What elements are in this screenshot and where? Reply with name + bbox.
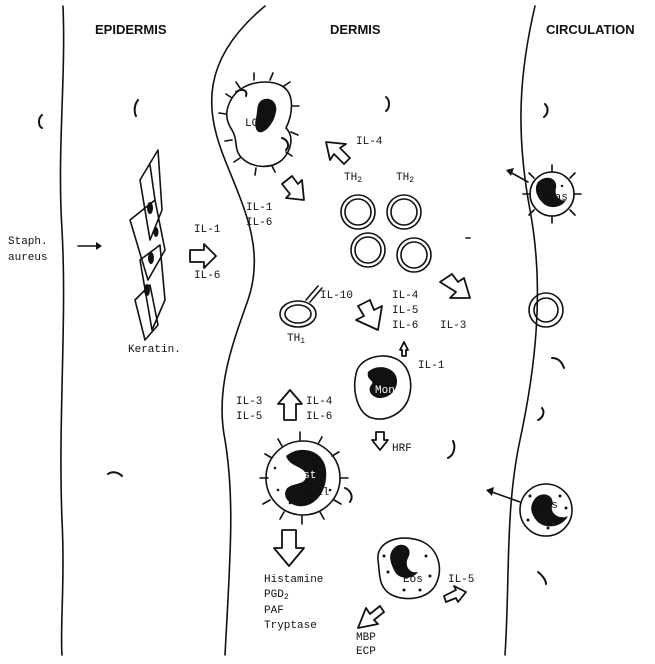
lc-il1: IL-1 xyxy=(246,202,272,215)
epidermis-left-boundary xyxy=(60,6,63,655)
th-cytokines-arrow xyxy=(356,300,382,330)
mediator-histamine: Histamine xyxy=(264,574,323,587)
th1-label: TH1 xyxy=(287,333,305,348)
eos-dermis-cell xyxy=(378,538,440,599)
mast-right-il4: IL-4 xyxy=(306,396,332,409)
epidermis-dermis-boundary xyxy=(212,6,265,655)
th-il5: IL-5 xyxy=(392,305,418,318)
circulating-lymphocyte xyxy=(529,293,563,327)
lc-cytokine-arrow xyxy=(282,176,304,200)
th1-cell xyxy=(280,286,322,327)
staph-arrow xyxy=(78,242,102,250)
keratinocyte-cluster xyxy=(130,150,165,340)
mediator-pgd2: PGD2 xyxy=(264,589,289,604)
mast-up-arrow xyxy=(278,390,302,420)
keratin-cytokine-arrow xyxy=(190,244,216,268)
eos-dermis-il5: IL-5 xyxy=(448,574,474,587)
th2-il3-arrow xyxy=(440,274,470,298)
bas-label: Bas xyxy=(548,192,568,204)
header-dermis: DERMIS xyxy=(330,22,381,37)
th1-il10: IL-10 xyxy=(320,290,353,303)
mast-left-il5: IL-5 xyxy=(236,411,262,424)
mono-il1: IL-1 xyxy=(418,360,444,373)
mono-label: Mono xyxy=(375,385,401,397)
staph-label-line2: aureus xyxy=(8,252,48,265)
bacterium-circ-1 xyxy=(544,104,548,117)
mast-right-il6: IL-6 xyxy=(306,411,332,424)
mast-label-1: Mast xyxy=(290,470,316,482)
eos-mbp: MBP xyxy=(356,632,376,645)
il4-top-arrow xyxy=(326,142,350,164)
mast-left-il3: IL-3 xyxy=(236,396,262,409)
bacterium-circ-4 xyxy=(538,572,546,584)
dermis-circulation-boundary xyxy=(505,6,537,655)
th-il4: IL-4 xyxy=(392,290,418,303)
eos-migration-arrow xyxy=(486,487,520,502)
th2-cells xyxy=(341,195,431,272)
eos-il5-arrow xyxy=(444,586,466,602)
eos-circ-label: Eos xyxy=(538,500,558,512)
eos-ecp: ECP xyxy=(356,646,376,659)
keratin-il6: IL-6 xyxy=(194,270,220,283)
keratinocyte-label: Keratin. xyxy=(128,344,181,357)
bacterium-circ-3 xyxy=(538,408,543,420)
lc-il6: IL-6 xyxy=(246,217,272,230)
bacterium-dermis-1 xyxy=(386,97,389,111)
mast-label-2: Cell xyxy=(303,487,329,499)
il4-top-label: IL-4 xyxy=(356,136,382,149)
bacterium-epidermis-2 xyxy=(135,100,138,116)
mediator-paf: PAF xyxy=(264,605,284,618)
lc-label: LC xyxy=(245,118,258,130)
th2-label-a: TH2 xyxy=(344,172,362,187)
bacterium-epidermis-3 xyxy=(108,472,122,476)
th2-label-b: TH2 xyxy=(396,172,414,187)
langerhans-cell xyxy=(219,73,299,175)
eos-mbp-arrow xyxy=(358,606,384,628)
staph-label-line1: Staph. xyxy=(8,236,48,249)
mast-mediators-arrow xyxy=(274,530,304,566)
keratin-il1: IL-1 xyxy=(194,224,220,237)
eos-dermis-label: Eos xyxy=(403,574,423,586)
mediator-tryptase: Tryptase xyxy=(264,620,317,633)
header-circulation: CIRCULATION xyxy=(546,22,635,37)
mono-hrf: HRF xyxy=(392,443,412,456)
th-il6: IL-6 xyxy=(392,320,418,333)
header-epidermis: EPIDERMIS xyxy=(95,22,167,37)
bacterium-epidermis-1 xyxy=(39,115,42,128)
mono-hrf-arrow xyxy=(372,432,388,450)
il3-right-label: IL-3 xyxy=(440,320,466,333)
bacterium-circ-2 xyxy=(552,358,564,368)
mono-il1-arrow xyxy=(400,342,408,356)
bacterium-dermis-2 xyxy=(448,441,454,458)
